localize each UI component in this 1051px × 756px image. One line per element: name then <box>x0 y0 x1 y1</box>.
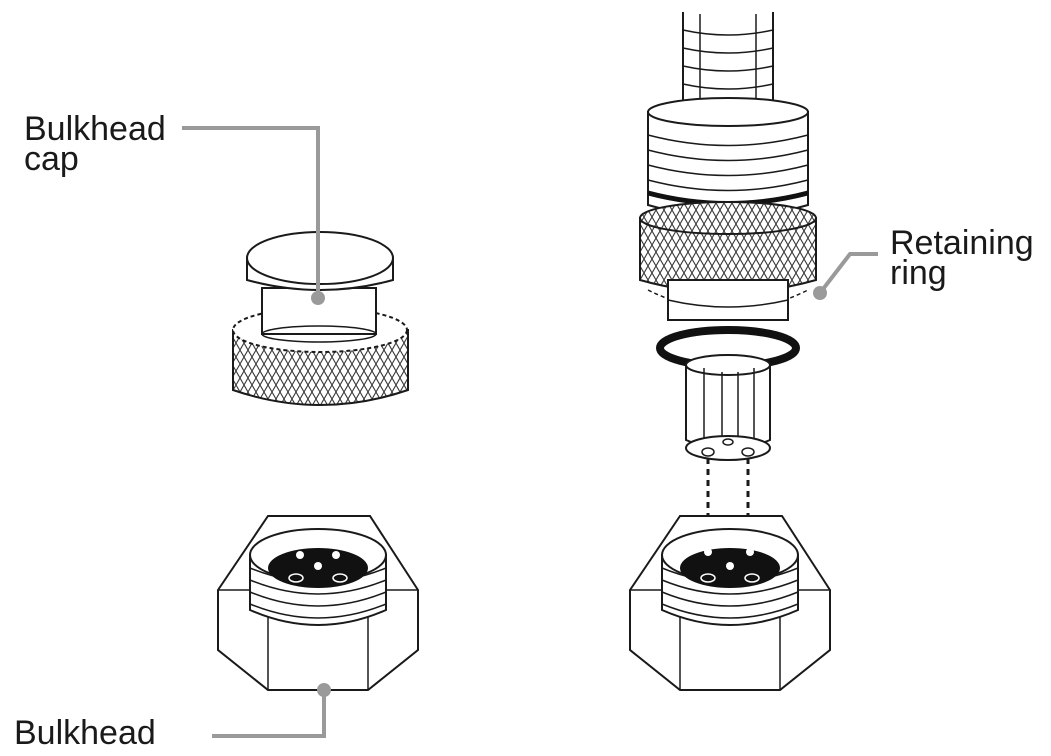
label-retaining-ring-line2: ring <box>890 254 947 292</box>
leader-bulkhead <box>212 683 331 738</box>
leader-bulkhead-cap <box>182 126 325 305</box>
label-bulkhead-cap-line1: Bulkhead <box>24 110 166 148</box>
label-bulkhead-cap-line2: cap <box>24 140 79 178</box>
label-bulkhead: Bulkhead <box>14 714 156 752</box>
label-retaining-ring-line1: Retaining <box>890 224 1034 262</box>
cable-plug <box>639 12 817 461</box>
bulkhead-cap <box>232 231 409 406</box>
bulkhead-left <box>217 515 419 691</box>
bulkhead-right <box>629 515 831 691</box>
alignment-guides <box>706 458 750 548</box>
leader-retaining-ring <box>813 252 878 300</box>
